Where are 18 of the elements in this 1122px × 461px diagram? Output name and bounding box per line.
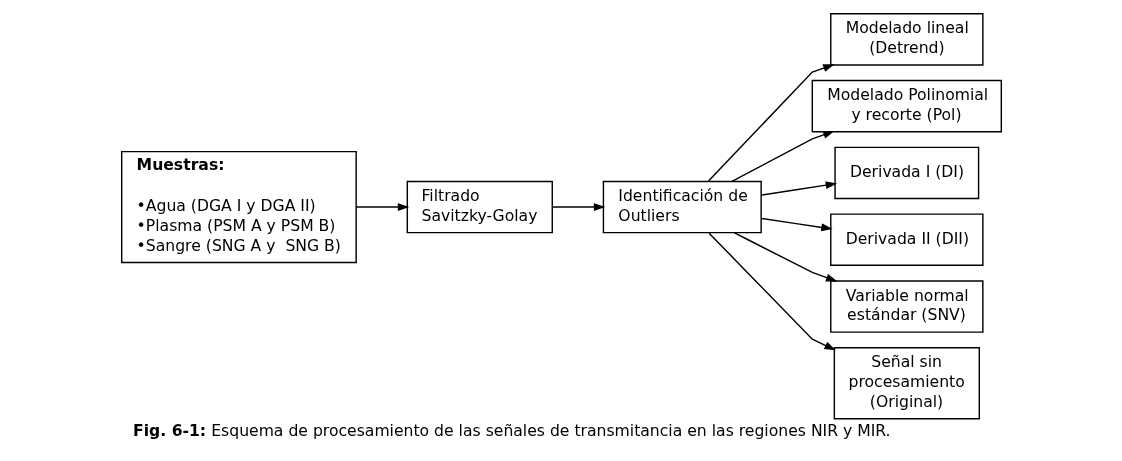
- arrow: [732, 232, 837, 282]
- node-box: Señal sin procesamiento (Original): [833, 347, 980, 420]
- node-box: Modelado lineal (Detrend): [829, 13, 984, 66]
- arrow: [355, 203, 409, 212]
- node-box: Muestras: •Agua (DGA I y DGA II) •Plasma (PSM A y PSM B) •Sangre (SNG A y SNG B): [120, 150, 357, 264]
- node-box: Derivada II (DII): [829, 213, 984, 267]
- arrow: [707, 64, 835, 182]
- node-box: Filtrado Savitzky-Golay: [406, 180, 553, 234]
- node-box: Variable normal estándar (SNV): [829, 280, 984, 333]
- node-box: Identificación de Outliers: [602, 180, 762, 234]
- caption: Fig. 6-1: Esquema de procesamiento de las señales de transmitancia en las regiones NIR y MIR.: [132, 420, 891, 440]
- arrow: [760, 181, 837, 196]
- arrow: [551, 203, 605, 212]
- arrow: [760, 217, 833, 232]
- arrow: [707, 232, 836, 351]
- node-box: Modelado Polinomial y recorte (Pol): [811, 79, 1002, 133]
- node-box: Derivada I (DI): [833, 146, 979, 200]
- arrow: [730, 131, 835, 183]
